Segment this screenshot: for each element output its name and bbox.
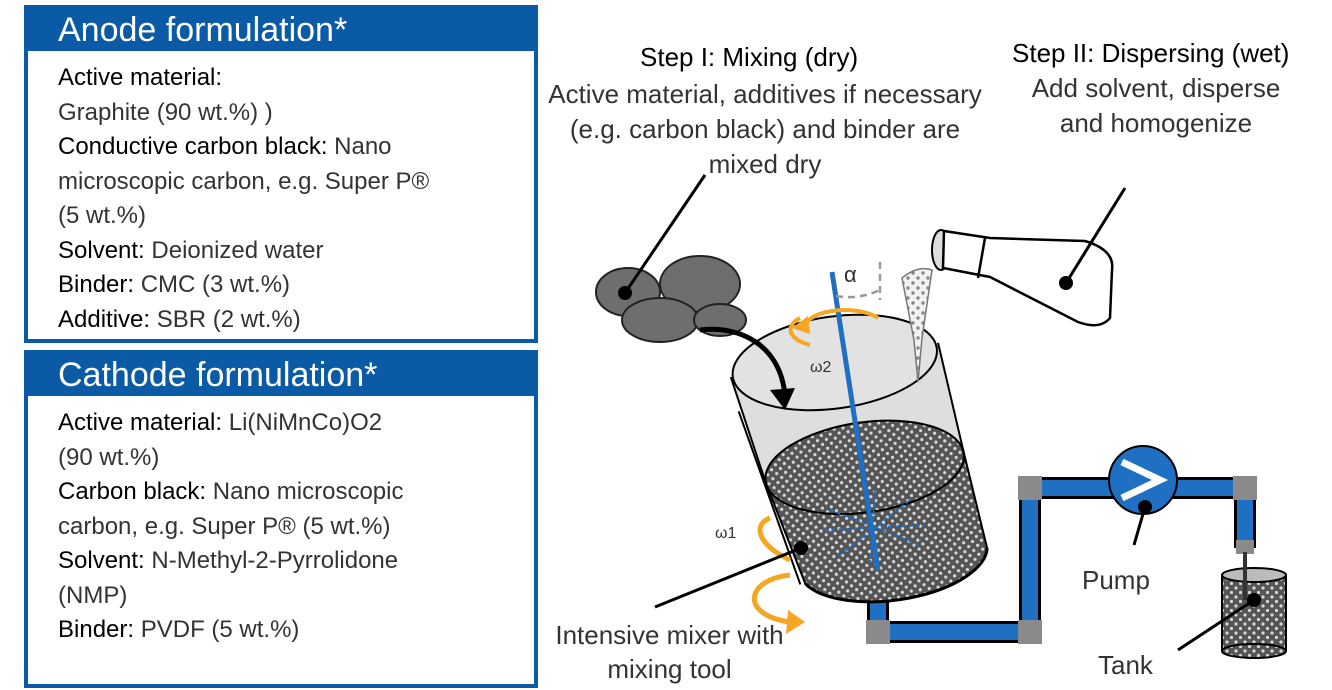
anode-value: microscopic carbon, e.g. Super P® — [58, 167, 430, 195]
cathode-value: PVDF (5 wt.%) — [134, 616, 300, 643]
cathode-value: Li(NiMnCo)O2 — [222, 409, 383, 436]
cathode-value: (90 wt.%) — [58, 443, 160, 471]
cathode-formulation-panel: Cathode formulation* Active material: Li… — [24, 350, 538, 688]
anode-line: Additive: SBR (2 wt.%) — [58, 303, 534, 338]
anode-body: Active material: Graphite (90 wt.%) ) Co… — [28, 51, 534, 337]
mixing-tool-star — [824, 489, 926, 566]
anode-value: Deionized water — [144, 236, 324, 264]
cathode-line: Solvent: N-Methyl-2-Pyrrolidone — [58, 544, 534, 579]
anode-key: Solvent: — [58, 236, 145, 264]
anode-line: microscopic carbon, e.g. Super P® — [58, 165, 534, 200]
rotation-arrow-omega1 — [751, 572, 791, 625]
anode-formulation-panel: Anode formulation* Active material: Grap… — [24, 5, 538, 343]
anode-key: Binder: — [58, 271, 135, 298]
pipe-elbow — [1018, 620, 1042, 644]
mixer-label-line: Intensive mixer with — [555, 620, 784, 650]
cathode-key: Binder: — [58, 616, 135, 643]
omega1-label: ω1 — [715, 525, 736, 542]
step2-desc-line: and homogenize — [1059, 108, 1253, 138]
step2-desc-line: Add solvent, disperse — [1031, 73, 1281, 103]
omega2-label: ω2 — [810, 359, 831, 376]
pump-pointer-line — [1132, 506, 1147, 546]
anode-line: Solvent: Deionized water — [58, 234, 534, 269]
cathode-line: (90 wt.%) — [58, 441, 534, 476]
cathode-line: Carbon black: Nano microscopic — [58, 475, 534, 510]
step1-description: Active material, additives if necessary … — [540, 77, 990, 182]
pipe-elbow — [866, 620, 890, 644]
step1-desc-line: Active material, additives if necessary — [548, 79, 982, 109]
step2-title: Step II: Dispersing (wet) — [1012, 38, 1290, 68]
cathode-value: N-Methyl-2-Pyrrolidone — [144, 547, 399, 574]
tank-pointer-line — [1177, 598, 1255, 652]
pipe-elbow — [1233, 476, 1257, 500]
mixing-tool-shaft — [829, 271, 881, 571]
tank-label: Tank — [1098, 650, 1153, 680]
material-pointer-line — [623, 174, 707, 294]
angle-indicator — [835, 262, 882, 300]
cathode-title: Cathode formulation* — [28, 354, 534, 396]
mixer-pointer-line — [654, 546, 802, 609]
cathode-value: Nano microscopic — [206, 478, 404, 505]
pipe-system — [866, 476, 1257, 644]
step1-title: Step I: Mixing (dry) — [640, 42, 859, 72]
flask-pointer-line — [1064, 187, 1127, 284]
anode-title: Anode formulation* — [28, 9, 534, 51]
step1-desc-line: (e.g. carbon black) and binder are — [569, 114, 961, 144]
anode-key: Active material: — [58, 64, 223, 91]
pipe-elbow — [1018, 476, 1042, 500]
cathode-key: Solvent: — [58, 547, 145, 574]
cathode-line: Active material: Li(NiMnCo)O2 — [58, 406, 534, 441]
material-transfer-arrow — [699, 326, 788, 396]
cathode-line: (NMP) — [58, 579, 534, 614]
step2-description: Add solvent, disperse and homogenize — [1020, 71, 1292, 141]
anode-line: Active material: — [58, 61, 534, 96]
mixer-label-line: mixing tool — [607, 654, 732, 684]
solvent-flask-icon — [931, 229, 1114, 327]
step1-desc-line: mixed dry — [708, 149, 822, 179]
anode-line: Graphite (90 wt.%) ) — [58, 96, 534, 131]
cathode-key: Carbon black: — [58, 478, 207, 505]
pump-label: Pump — [1082, 565, 1150, 595]
alpha-label: α — [844, 262, 857, 287]
cathode-line: Binder: PVDF (5 wt.%) — [58, 613, 534, 648]
anode-line: Binder: CMC (3 wt.%) — [58, 268, 534, 303]
mixer-label: Intensive mixer with mixing tool — [542, 618, 797, 686]
anode-key: Additive: — [58, 305, 151, 333]
cathode-key: Active material: — [58, 409, 223, 436]
cathode-line: carbon, e.g. Super P® (5 wt.%) — [58, 510, 534, 545]
anode-key: Conductive carbon black: — [58, 133, 328, 160]
anode-value: Nano — [327, 133, 392, 160]
tank-icon — [1221, 552, 1287, 659]
cathode-value: carbon, e.g. Super P® (5 wt.%) — [58, 512, 391, 540]
anode-line: Conductive carbon black: Nano — [58, 130, 534, 165]
pipe-nozzle — [1236, 540, 1254, 554]
anode-line: (5 wt.%) — [58, 199, 534, 234]
cathode-value: (NMP) — [58, 581, 128, 609]
anode-value: CMC (3 wt.%) — [134, 271, 291, 298]
anode-value: (5 wt.%) — [58, 202, 147, 229]
anode-value: Graphite (90 wt.%) ) — [58, 98, 273, 126]
anode-value: SBR (2 wt.%) — [150, 305, 301, 333]
solvent-stream — [901, 267, 933, 383]
cathode-body: Active material: Li(NiMnCo)O2 (90 wt.%) … — [28, 396, 534, 648]
